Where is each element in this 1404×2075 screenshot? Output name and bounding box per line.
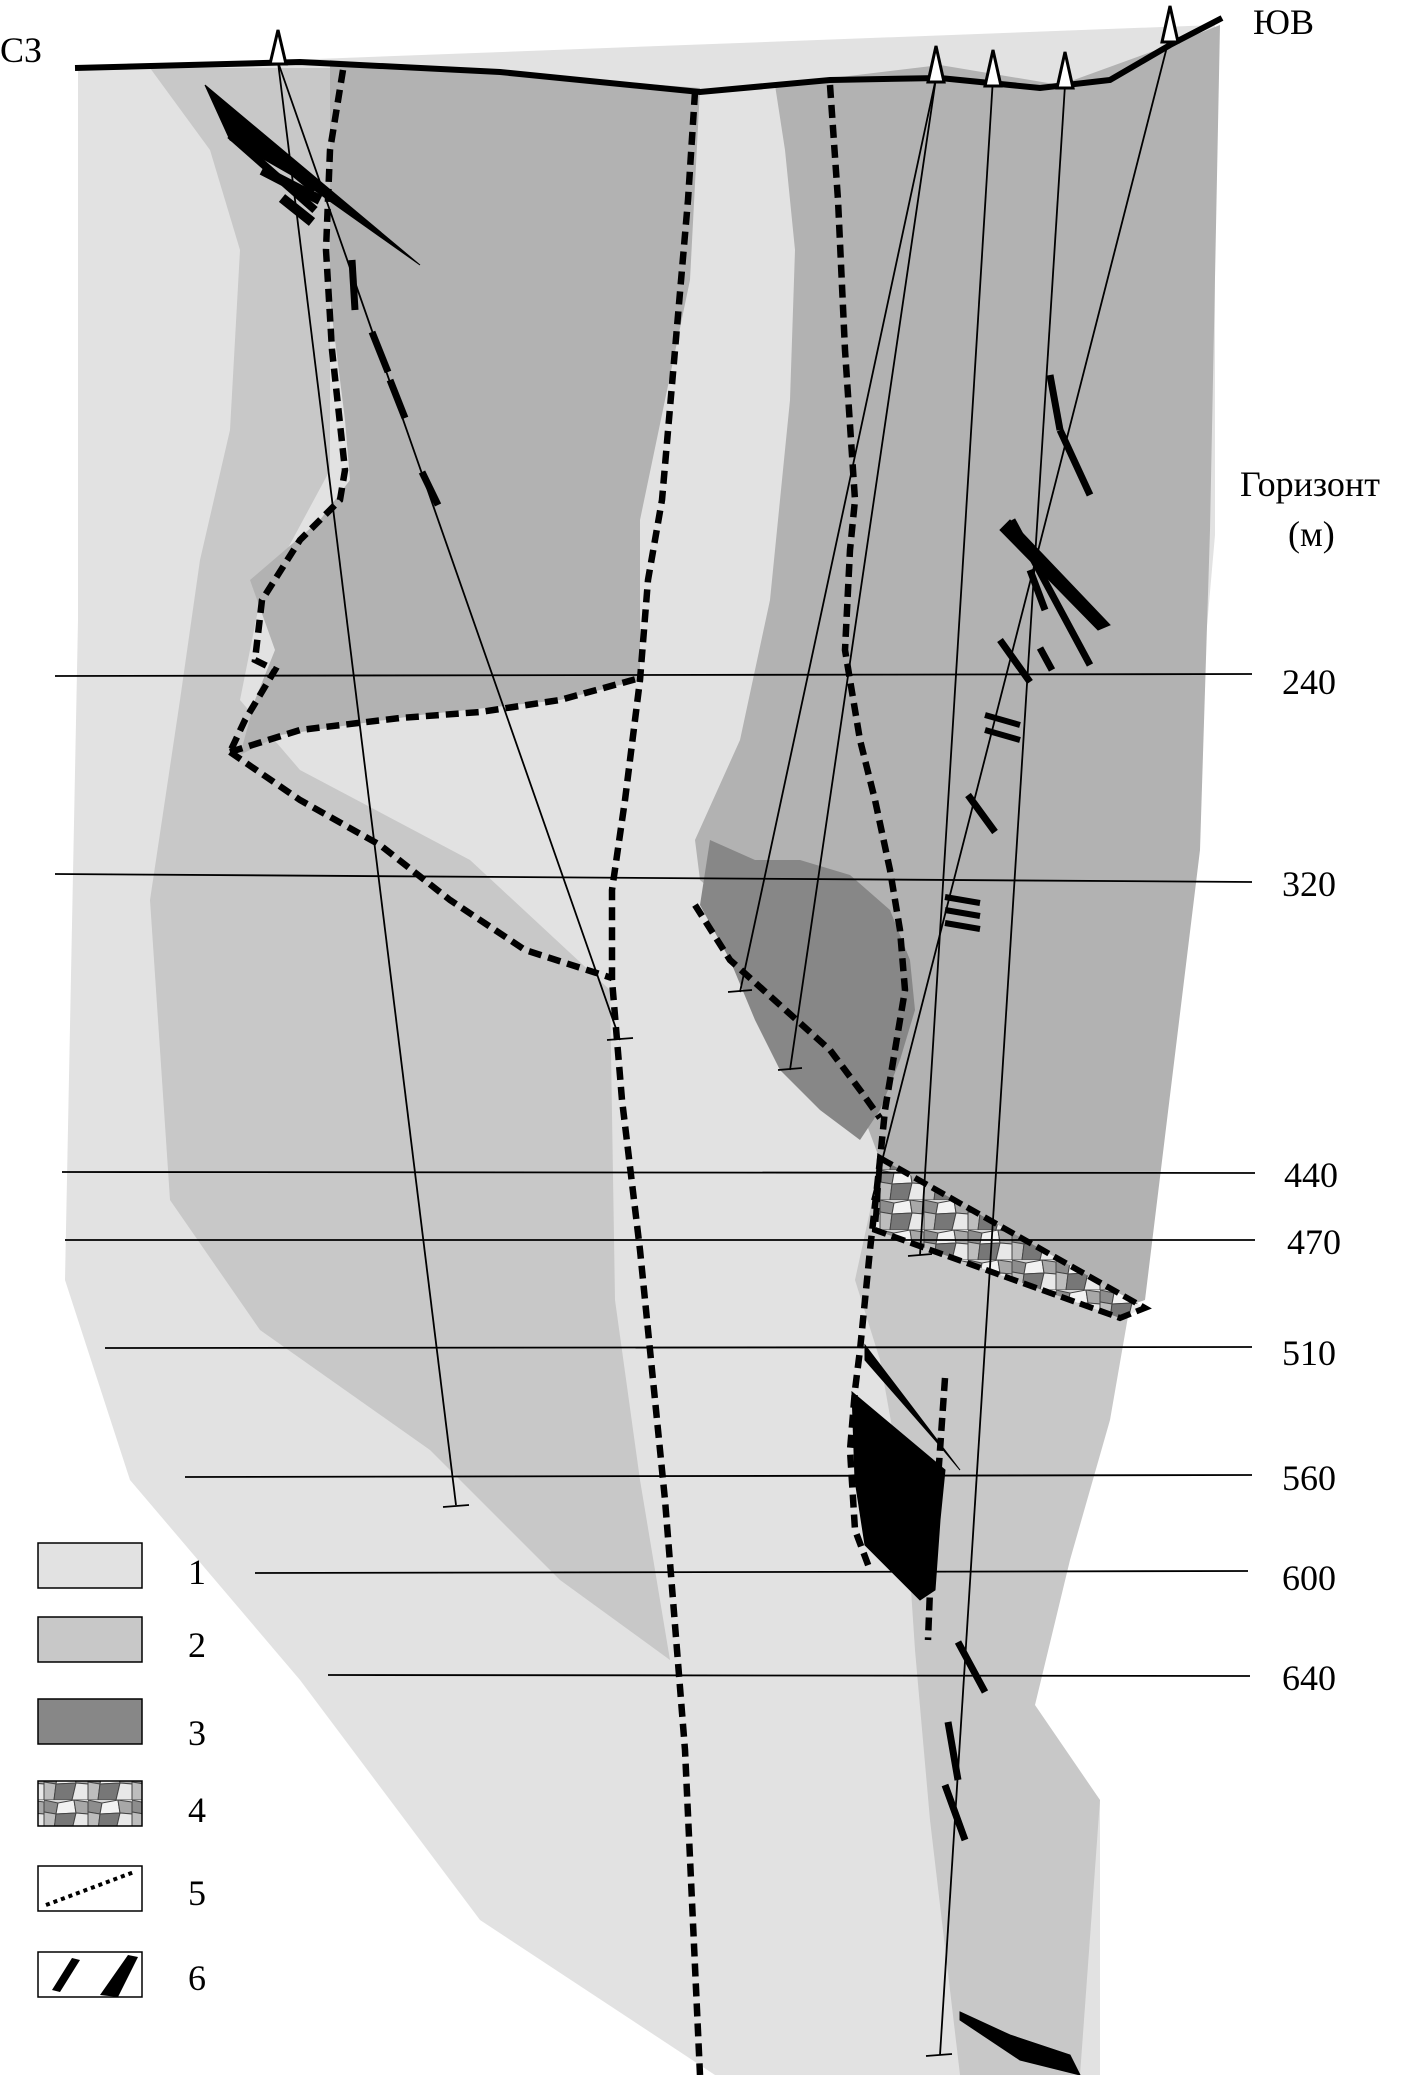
ore-vein — [944, 907, 981, 919]
ore-vein — [348, 259, 359, 311]
horizon-lines — [54, 673, 1256, 1677]
drill-hole-7 — [871, 34, 1171, 1201]
legend-swatch-3 — [37, 1698, 143, 1745]
horizon-line-600 — [254, 1570, 1249, 1574]
legend-ore-thin — [52, 1958, 80, 1992]
zone-2-right-lower — [855, 1165, 1130, 2075]
horizon-unit: (м) — [1288, 514, 1335, 554]
ore-vein — [368, 330, 392, 374]
collar-marker — [983, 49, 1003, 88]
drill-holes — [277, 34, 1171, 2057]
end-tick-4 — [777, 1067, 803, 1071]
surface-line — [74, 15, 1224, 96]
ore-vein — [1026, 568, 1049, 612]
ore-body-sliver — [864, 1343, 961, 1471]
legend-num-1: 1 — [188, 1552, 206, 1592]
boundary-central — [608, 91, 704, 2075]
legend-swatch-2 — [37, 1616, 143, 1663]
ore-vein — [984, 712, 1021, 728]
ore-vein — [944, 920, 981, 932]
horizon-line-240 — [54, 673, 1253, 677]
drill-hole-5 — [919, 77, 994, 1256]
drill-hole-6 — [939, 84, 1066, 2056]
ore-vein — [941, 1783, 969, 1842]
legend-num-2: 2 — [188, 1625, 206, 1665]
horizon-line-640 — [327, 1674, 1251, 1677]
horizon-line-560 — [184, 1474, 1253, 1478]
legend: 1 2 3 4 5 6 — [37, 1542, 206, 1998]
boundary-left-upper — [227, 69, 349, 754]
ore-vein — [225, 114, 318, 194]
legend-swatch-4 — [37, 1780, 143, 1827]
legend-num-6: 6 — [188, 1958, 206, 1998]
horizon-label: 560 — [1282, 1458, 1336, 1498]
boundary-left-loop — [229, 674, 641, 756]
end-tick-5 — [907, 1253, 933, 1257]
end-tick-3 — [727, 989, 753, 993]
horizon-label: 510 — [1282, 1333, 1336, 1373]
ore-vein — [984, 727, 1021, 743]
legend-ore-wide — [100, 1955, 138, 1997]
horizon-line-510 — [104, 1346, 1253, 1349]
end-tick-6 — [925, 2053, 953, 2057]
zone-2-left-upper — [240, 60, 700, 755]
collar-marker — [268, 29, 288, 66]
drill-hole-4 — [789, 77, 937, 1071]
label-sz: СЗ — [0, 30, 42, 70]
horizon-line-320 — [54, 873, 1253, 883]
ore-vein — [944, 1721, 962, 1781]
collar-markers — [268, 5, 1180, 90]
horizon-label: 240 — [1282, 662, 1336, 702]
zone-2-left — [150, 68, 670, 1660]
end-tick-1 — [442, 1504, 470, 1508]
legend-swatch-1 — [37, 1542, 143, 1589]
horizon-title: Горизонт — [1240, 464, 1380, 504]
ore-vein — [1046, 374, 1064, 431]
ore-body-bottom — [959, 2011, 1081, 2075]
legend-num-3: 3 — [188, 1713, 206, 1753]
boundary-right — [826, 84, 909, 1572]
legend-swatch-5 — [37, 1865, 143, 1912]
drill-hole-3 — [739, 77, 937, 993]
horizon-line-440 — [61, 1171, 1256, 1174]
legend-num-4: 4 — [188, 1790, 206, 1830]
ore-vein — [954, 1640, 989, 1694]
ore-vein — [259, 165, 323, 205]
label-yuv: ЮВ — [1253, 2, 1314, 42]
horizon-label: 470 — [1287, 1222, 1341, 1262]
horizon-label: 320 — [1282, 864, 1336, 904]
drill-hole-2 — [277, 61, 621, 1041]
ore-vein — [965, 792, 998, 835]
ore-vein — [1036, 646, 1056, 672]
boundary-lens-lower — [692, 903, 883, 1120]
ore-bodies — [204, 84, 1111, 2075]
ore-vein — [386, 378, 409, 420]
horizon-label: 640 — [1282, 1658, 1336, 1698]
collar-marker — [1055, 51, 1075, 90]
legend-num-5: 5 — [188, 1873, 206, 1913]
boundary-lines — [227, 69, 949, 2075]
boundary-left-lower — [228, 749, 613, 982]
collar-marker — [1160, 5, 1180, 44]
ore-vein — [1056, 428, 1094, 497]
zone-3-lens — [700, 840, 915, 1140]
horizon-label: 600 — [1282, 1558, 1336, 1598]
breccia-wedge — [871, 1153, 1152, 1322]
horizon-label: 440 — [1284, 1155, 1338, 1195]
ore-vein — [1008, 518, 1094, 667]
ore-vein — [997, 637, 1033, 685]
ore-vein — [418, 470, 442, 507]
ore-vein — [278, 194, 316, 226]
ore-body-main — [851, 1390, 946, 1601]
drill-hole-1 — [277, 61, 457, 1506]
ore-vein — [944, 894, 981, 906]
collar-marker — [926, 45, 946, 84]
